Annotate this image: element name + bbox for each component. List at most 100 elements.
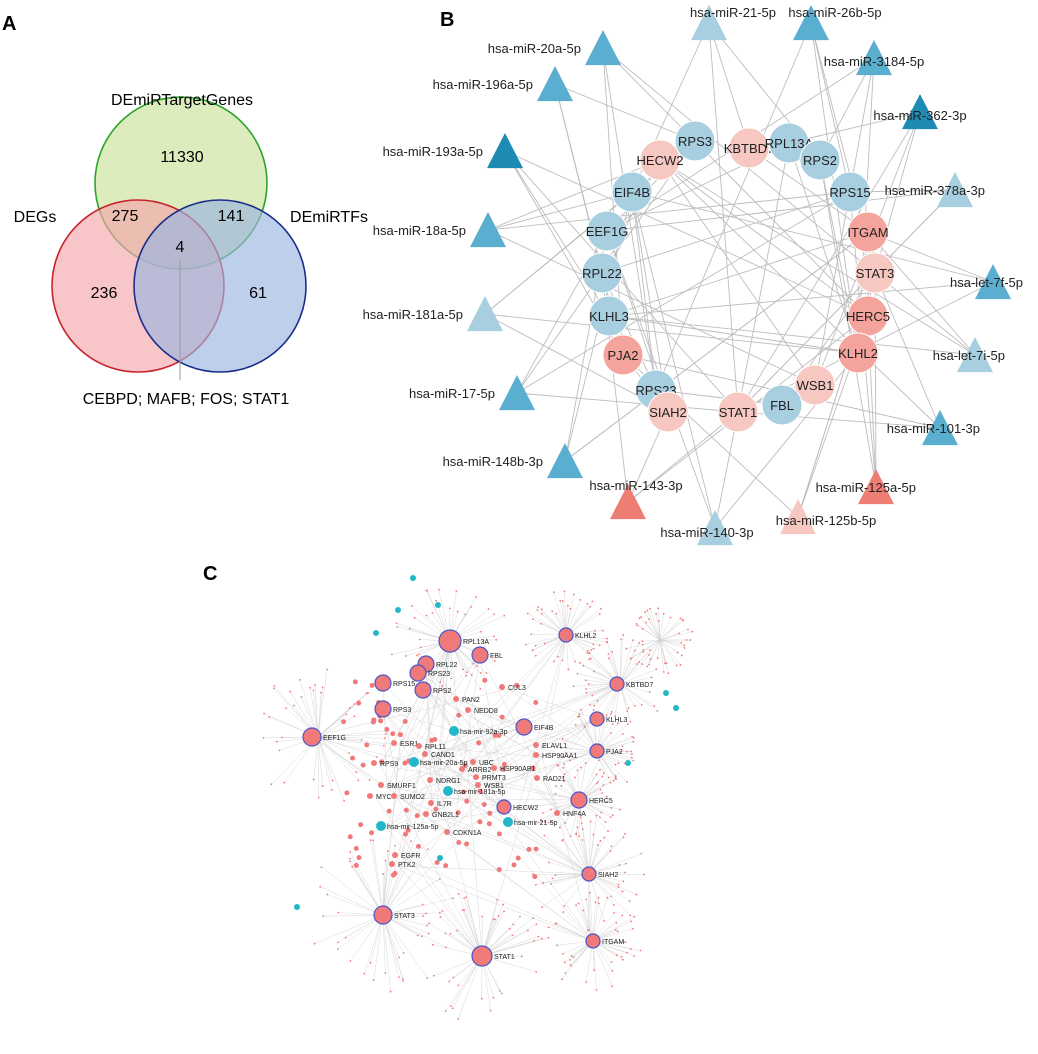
ppi-node [347,834,353,840]
ppi-satellite-node [275,740,278,743]
mirna-label-hsa-mir-148b-3p: hsa-miR-148b-3p [443,454,543,469]
ppi-edge [386,726,525,829]
ppi-node [486,821,492,827]
gene-label-hecw2: HECW2 [637,153,684,168]
ppi-hub-label-itgam: ITGAM [602,939,624,946]
ppi-satellite-node [541,937,543,940]
ppi-satellite-node [438,911,441,914]
ppi-satellite-node [597,780,599,783]
network-edge [659,159,976,356]
ppi-satellite-node [493,660,496,662]
ppi-satellite-node [470,605,472,608]
ppi-satellite-node [633,915,636,918]
network-edge [659,159,869,317]
ppi-satellite-node [606,800,609,803]
ppi-satellite-node [605,637,608,640]
ppi-label-cul3: CUL3 [508,685,526,692]
ppi-satellite-node [655,612,658,615]
ppi-hub-label-rps15: RPS15 [393,681,415,688]
ppi-node [379,759,385,765]
gene-node-itgam [847,211,889,253]
ppi-node [464,798,470,804]
ppi-satellite-node [448,980,451,983]
ppi-satellite-node [426,848,429,851]
mirna-label-hsa-mir-3184-5p: hsa-miR-3184-5p [824,54,924,69]
ppi-satellite-node [336,948,339,951]
ppi-satellite-node [585,898,588,901]
ppi-satellite-node [620,955,623,958]
ppi-node [496,733,502,739]
gene-node-siah2 [647,391,689,433]
venn-label-degs: DEGs [14,209,57,226]
ppi-edge [619,668,657,685]
ppi-node-hnf4a [554,810,560,816]
ppi-satellite-node [298,678,301,681]
ppi-satellite-node [577,902,580,905]
ppi-satellite-node [576,715,579,718]
ppi-edge [370,840,384,916]
panel-b-letter: B [440,9,454,31]
ppi-satellite-node [644,611,646,614]
ppi-satellite-node [500,992,503,995]
ppi-hub-label-pja2: PJA2 [606,749,623,756]
ppi-satellite-node [491,656,494,659]
ppi-edge [641,639,661,665]
ppi-satellite-node [593,704,596,707]
ppi-edge [382,744,401,916]
ppi-satellite-node [664,662,666,665]
ppi-satellite-node [621,745,624,748]
ppi-hub-label-eif4b: EIF4B [534,725,554,732]
network-edge [659,159,941,429]
ppi-satellite-node [630,657,633,660]
ppi-satellite-node [416,934,419,937]
ppi-satellite-node [607,830,609,832]
ppi-satellite-node [540,608,543,611]
network-edge [867,231,976,356]
ppi-satellite-node [622,941,625,944]
ppi-satellite-node [576,826,579,829]
ppi-hub-herc5 [570,791,588,809]
ppi-edge [588,873,630,902]
ppi-satellite-node [603,836,606,839]
ppi-edge [382,756,543,916]
ppi-edge [513,634,567,825]
ppi-satellite-node [273,685,276,687]
ppi-satellite-node [589,605,592,608]
ppi-satellite-node [549,808,552,811]
ppi-satellite-node [681,654,683,657]
ppi-satellite-node [579,661,581,664]
ppi-satellite-node [586,929,589,932]
ppi-edge [467,634,567,772]
ppi-edge [452,726,525,835]
mirna-node-hsa-mir-26b-5p [793,5,829,41]
ppi-satellite-node [326,668,329,671]
ppi-edge [386,683,618,788]
ppi-satellite-node [401,978,404,980]
network-edge [564,231,869,462]
ppi-mirna-node [437,855,443,861]
ppi-edge [382,747,426,916]
ppi-edge [507,688,598,720]
mirna-label-hsa-mir-17-5p: hsa-miR-17-5p [409,386,495,401]
gene-label-wsb1: WSB1 [797,378,834,393]
ppi-satellite-node [551,877,554,880]
ppi-edge [541,718,598,758]
ppi-satellite-node [596,844,599,846]
ppi-satellite-node [640,663,643,665]
network-edge [627,411,739,503]
ppi-hub-rps15 [374,674,392,692]
ppi-satellite-node [531,649,534,652]
ppi-node [500,766,506,772]
ppi-satellite-node [397,976,400,979]
ppi-satellite-node [598,759,600,762]
ppi-satellite-node [349,860,351,863]
ppi-satellite-node [351,865,354,868]
ppi-satellite-node [551,610,554,613]
ppi-satellite-node [343,799,346,802]
ppi-satellite-node [561,659,564,662]
ppi-satellite-node [595,773,598,776]
ppi-mirna-hsa-mir-20a-5p [409,757,419,767]
ppi-edge [659,613,664,641]
ppi-satellite-node [455,590,458,593]
